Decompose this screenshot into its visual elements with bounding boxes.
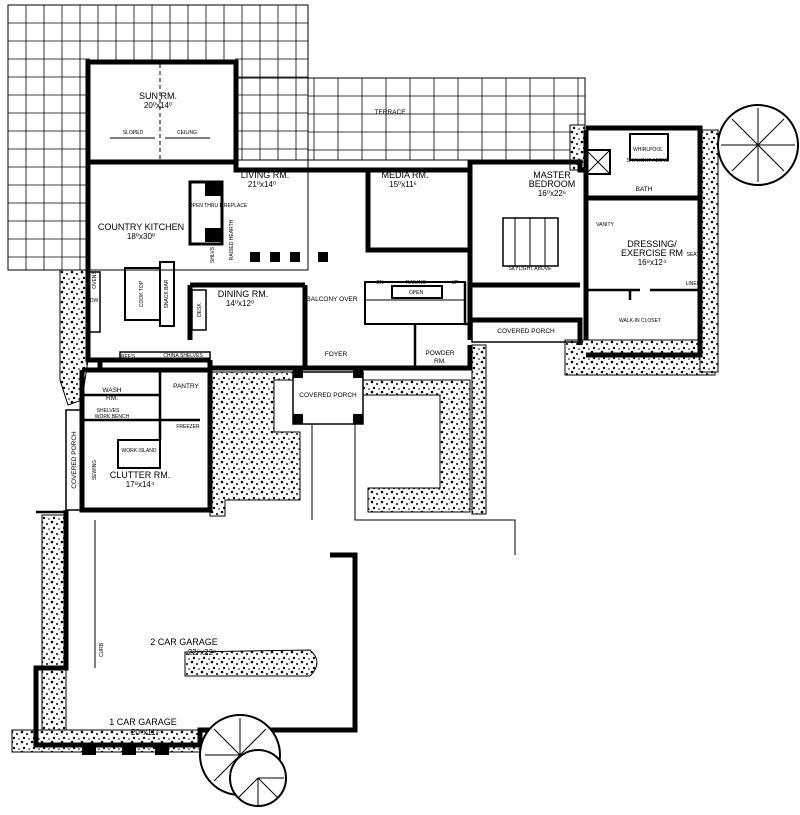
shelves-label: SHELVES <box>97 408 120 414</box>
tree-top-right <box>717 104 799 186</box>
country-kitchen-dim: 18⁰x30⁰ <box>127 232 155 241</box>
work-island-label: WORK ISLAND <box>121 448 156 454</box>
refs-label: REF'S <box>121 354 136 360</box>
left-porch-label: COVERED PORCH <box>71 431 78 489</box>
master-bedroom-label-2: BEDROOM <box>529 179 576 189</box>
fireplace-label: OPEN THRU FIREPLACE <box>189 203 248 209</box>
powder-room-label: POWDER <box>425 350 455 357</box>
desk-label: DESK <box>197 303 203 317</box>
china-shelves-label: CHINA SHELVES <box>163 353 203 359</box>
dw-label: DW <box>90 298 99 304</box>
sun-room <box>85 59 239 165</box>
master-bedroom-label: MASTER <box>533 170 571 180</box>
shelves-fireplace-label: SHLVS <box>210 246 216 263</box>
garage1-dim: 20⁸x11⁴ <box>131 728 160 737</box>
sun-room-label: SUN RM. <box>139 91 177 101</box>
right-porch-label: COVERED PORCH <box>497 328 555 335</box>
seat-label: SEAT <box>687 252 700 258</box>
dressing-room-label-2: EXERCISE RM <box>621 248 683 258</box>
dining-room-label: DINING RM. <box>218 289 269 299</box>
garage1-label: 1 CAR GARAGE <box>109 717 177 727</box>
sewing-label: SEWING <box>92 460 98 480</box>
dn-label: DN <box>376 280 384 286</box>
dressing-room-dim: 16⁸x12⁴ <box>638 258 667 267</box>
ceiling-label: CEILING <box>177 130 197 136</box>
garage2-label: 2 CAR GARAGE <box>150 637 218 647</box>
foyer-label: FOYER <box>325 351 348 358</box>
terrace-label: TERRACE <box>374 109 406 116</box>
freezer-label: FREEZER <box>176 424 200 430</box>
clutter-room-dim: 17⁸x14⁴ <box>126 480 155 489</box>
snack-bar-label: SNACK BAR <box>164 279 170 308</box>
up-label: UP <box>452 280 460 286</box>
open-label: OPEN <box>409 290 424 296</box>
linen-label: LINEN <box>686 281 701 287</box>
country-kitchen-label: COUNTRY KITCHEN <box>98 222 184 232</box>
wash-room-label: WASH <box>102 387 122 394</box>
ovens-label: OVENS <box>92 271 98 289</box>
exterior-walls <box>65 125 703 555</box>
bath-skylight-label: SKYLIGHT ABOVE <box>627 158 671 164</box>
dressing-room-label: DRESSING/ <box>627 239 677 249</box>
front-porch-label: COVERED PORCH <box>299 392 357 399</box>
raised-hearth-label: RAISED HEARTH <box>229 219 235 260</box>
vanity-label: VANITY <box>596 222 614 228</box>
living-room-label: LIVING RM. <box>241 170 290 180</box>
pantry-label: PANTRY <box>173 383 199 390</box>
media-room-dim: 15⁰x11⁶ <box>389 180 417 189</box>
master-skylight-label: SKYLIGHT ABOVE <box>509 266 553 272</box>
planting-beds <box>11 124 719 753</box>
bath-label: BATH <box>636 186 653 193</box>
sun-room-dim: 20⁰x14⁰ <box>144 101 172 110</box>
dining-room-dim: 14⁰x12⁰ <box>226 299 254 308</box>
media-room-label: MEDIA RM. <box>381 170 428 180</box>
clutter-room-label: CLUTTER RM. <box>110 470 171 480</box>
whirlpool-label: WHIRLPOOL <box>633 147 663 153</box>
cook-top-label: COOK TOP <box>139 280 145 307</box>
living-room-dim: 21⁰x14⁰ <box>248 180 276 189</box>
tree-bottom <box>199 714 287 807</box>
walk-in-closet-label: WALK-IN CLOSET <box>619 318 661 324</box>
master-bedroom-dim: 16⁰x22⁶ <box>538 189 566 198</box>
garage <box>33 510 358 755</box>
railing-label: RAILING <box>406 280 426 286</box>
work-bench-label: WORK BENCH <box>95 414 130 420</box>
terrace-paving <box>7 4 586 271</box>
balcony-over-label: BALCONY OVER <box>306 296 357 303</box>
sloped-label: SLOPED <box>123 130 144 136</box>
wash-room-label-2: RM. <box>106 395 118 402</box>
curb-label: CURB <box>99 642 105 657</box>
garage2-dim: 22⁸x22⁸ <box>188 648 217 657</box>
powder-room-label-2: RM. <box>434 358 446 365</box>
